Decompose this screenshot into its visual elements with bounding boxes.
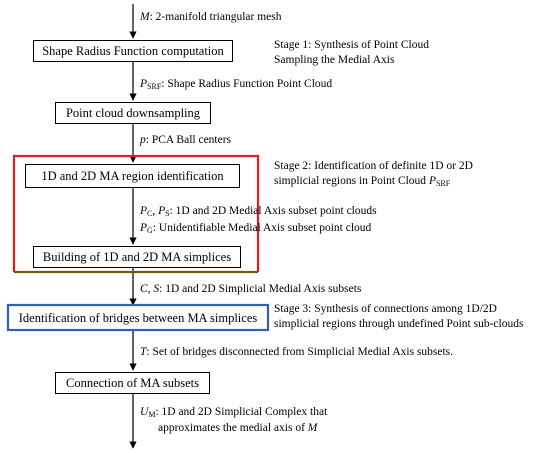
stage2-frame <box>12 154 260 272</box>
box-connection-of-ma-subsets: Connection of MA subsets <box>55 372 210 394</box>
cs-subsets-label: C, S: 1D and 2D Simplicial Medial Axis s… <box>140 283 362 295</box>
stage3-frame <box>6 303 270 332</box>
pc-ps-label: PC, PS: 1D and 2D Medial Axis subset poi… <box>140 205 377 218</box>
stage2-annotation: Stage 2: Identification of definite 1D o… <box>274 160 473 188</box>
stage3-annotation: Stage 3: Synthesis of connections among … <box>274 303 524 330</box>
box-ma-region-identification: 1D and 2D MA region identification <box>25 164 240 188</box>
um-label-line1: UM: 1D and 2D Simplicial Complex that <box>140 406 328 419</box>
srf-point-cloud-label: PSRF: Shape Radius Function Point Cloud <box>140 78 333 91</box>
input-mesh-label: M: 2-manifold triangular mesh <box>140 11 282 23</box>
stage1-annotation: Stage 1: Synthesis of Point Cloud Sampli… <box>274 39 429 66</box>
box-shape-radius-function: Shape Radius Function computation <box>33 40 233 62</box>
pg-label: PG: Unidentifiable Medial Axis subset po… <box>140 222 372 235</box>
box-building-ma-simplices: Building of 1D and 2D MA simplices <box>33 246 241 268</box>
pca-ball-centers-label: p: PCA Ball centers <box>140 134 232 146</box>
bridges-label: T: Set of bridges disconnected from Simp… <box>140 346 454 358</box>
box-identification-of-bridges: Identification of bridges between MA sim… <box>12 309 264 327</box>
box-point-cloud-downsampling: Point cloud downsampling <box>55 102 211 124</box>
um-label-line2: approximates the medial axis of M <box>158 422 318 434</box>
